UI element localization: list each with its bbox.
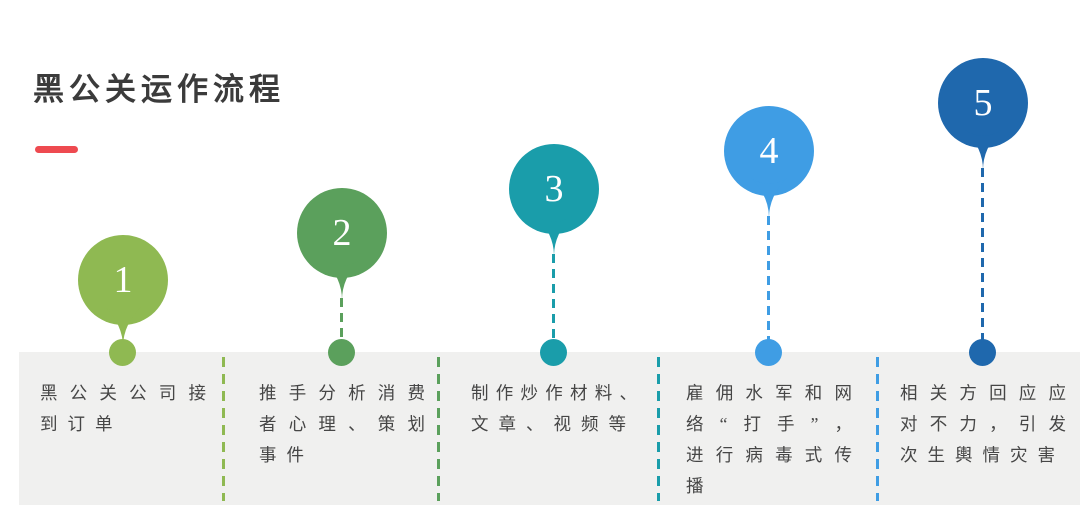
dashed-connector xyxy=(981,168,984,341)
description-line: 对不力，引发 xyxy=(900,414,1066,434)
dashed-connector xyxy=(340,298,343,341)
description-line: 推手分析消费 xyxy=(259,383,425,403)
step-description: 推手分析消费 者心理、策划 事件 xyxy=(259,378,425,471)
description-line: 事件 xyxy=(259,445,314,465)
balloon-marker-icon: 2 xyxy=(297,188,387,300)
column-divider xyxy=(876,357,879,501)
step-description: 雇佣水军和网 络“打手”， 进行病毒式传 播 xyxy=(686,378,852,502)
anchor-dot xyxy=(328,339,355,366)
step-description: 相关方回应应 对不力，引发 次生輿情灾害 xyxy=(900,378,1066,471)
accent-bar xyxy=(35,146,78,153)
step-description: 制作炒作材料、 文章、视频等 xyxy=(471,378,637,440)
description-line: 相关方回应应 xyxy=(900,383,1066,403)
balloon-marker-icon: 1 xyxy=(78,235,168,347)
balloon-marker-icon: 5 xyxy=(938,58,1028,170)
description-line: 到订单 xyxy=(40,414,123,434)
dashed-connector xyxy=(767,216,770,341)
description-line: 文章、视频等 xyxy=(471,414,636,434)
step-number: 1 xyxy=(113,259,133,301)
column-divider xyxy=(222,357,225,501)
anchor-dot xyxy=(109,339,136,366)
column-divider xyxy=(437,357,440,501)
step-2: 2 推手分析消费 者心理、策划 事件 xyxy=(259,0,425,516)
step-number: 2 xyxy=(332,212,352,254)
step-number: 5 xyxy=(973,82,993,124)
balloon-marker-icon: 3 xyxy=(509,144,599,256)
step-4: 4 雇佣水军和网 络“打手”， 进行病毒式传 播 xyxy=(686,0,852,516)
description-line: 者心理、策划 xyxy=(259,414,425,434)
timeline-band xyxy=(19,352,1080,505)
balloon-marker-icon: 4 xyxy=(724,106,814,218)
anchor-dot xyxy=(969,339,996,366)
step-3: 3 制作炒作材料、 文章、视频等 xyxy=(471,0,637,516)
description-line: 播 xyxy=(686,476,714,496)
description-line: 进行病毒式传 xyxy=(686,445,852,465)
column-divider xyxy=(657,357,660,501)
step-1: 1 黑公关公司接 到订单 xyxy=(40,0,206,516)
description-line: 次生輿情灾害 xyxy=(900,445,1065,465)
step-number: 3 xyxy=(544,168,564,210)
description-line: 黑公关公司接 xyxy=(40,383,206,403)
step-description: 黑公关公司接 到订单 xyxy=(40,378,206,440)
description-line: 制作炒作材料、 xyxy=(471,383,637,403)
step-number: 4 xyxy=(759,130,779,172)
dashed-connector xyxy=(552,254,555,341)
page-title: 黑公关运作流程 xyxy=(33,72,285,107)
step-5: 5 相关方回应应 对不力，引发 次生輿情灾害 xyxy=(900,0,1066,516)
description-line: 雇佣水军和网 xyxy=(686,383,852,403)
description-line: 络“打手”， xyxy=(686,414,852,434)
anchor-dot xyxy=(755,339,782,366)
anchor-dot xyxy=(540,339,567,366)
